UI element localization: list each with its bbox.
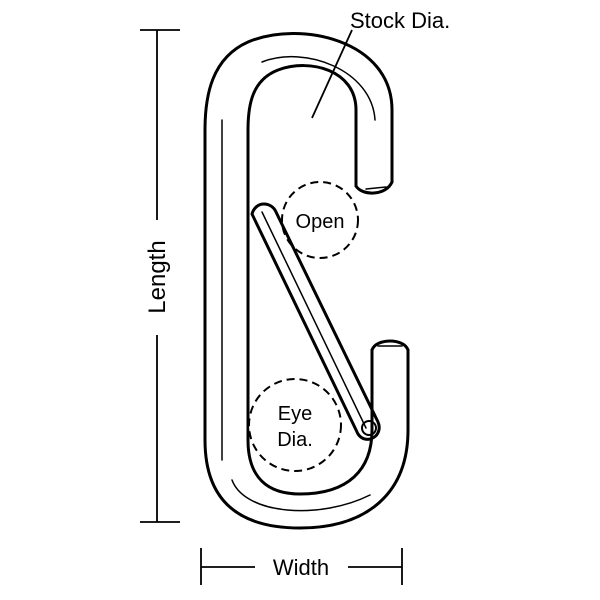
width-dimension: Width	[200, 548, 403, 585]
spring-gate	[250, 202, 381, 441]
gate-center-line	[261, 211, 367, 429]
eye-diameter-circle	[248, 378, 342, 472]
spring-hook	[203, 32, 410, 530]
stock-dia-leader	[311, 29, 353, 119]
upper-tip-cap	[354, 180, 394, 195]
upper-tip-shade	[365, 186, 387, 190]
eye-label-line1: Eye	[278, 403, 312, 425]
length-label: Length	[144, 240, 171, 313]
open-gap-circle	[281, 181, 359, 259]
width-label: Width	[273, 555, 329, 580]
eye-label-line2: Dia.	[277, 429, 313, 451]
open-label: Open	[296, 211, 345, 233]
stock-highlight-bottom	[231, 479, 371, 512]
stock-highlight-top	[261, 55, 376, 121]
gate-outline	[250, 202, 381, 441]
gate-pivot	[361, 420, 377, 436]
lower-tip-cap	[370, 339, 410, 352]
stock-dia-label: Stock Dia.	[350, 8, 450, 33]
hook-outer-outline	[203, 32, 410, 530]
length-dimension: Length	[140, 29, 180, 523]
hook-inner-outline	[246, 64, 374, 496]
